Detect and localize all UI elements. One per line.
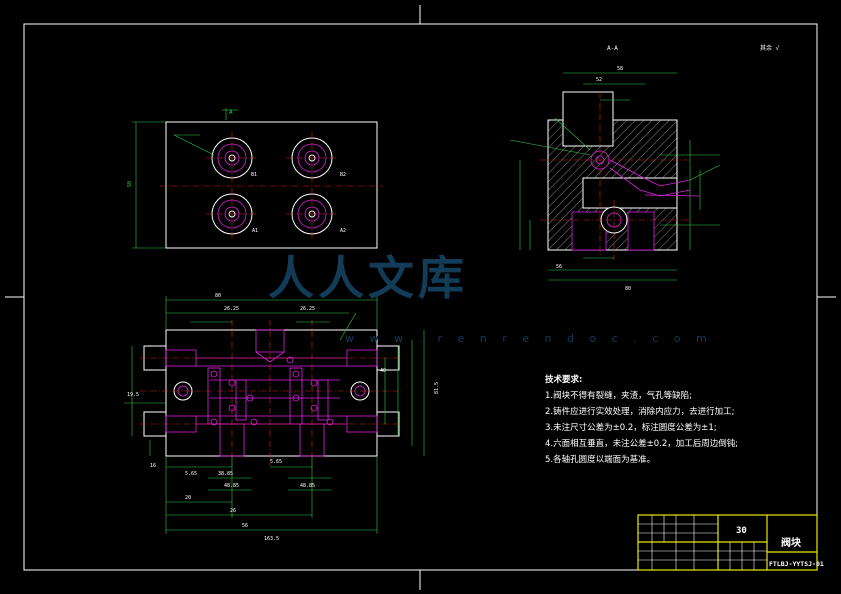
dim-80: 80 <box>215 293 221 299</box>
dim-48-85-left: 48.85 <box>224 483 239 489</box>
dim-16: 16 <box>150 463 156 469</box>
label-a1: A1 <box>252 228 258 234</box>
view-marker-a: A <box>229 109 233 116</box>
title-block: 30 阀块 FTLBJ-YYTSJ-01 <box>637 514 824 571</box>
dim-56-section: 56 <box>556 264 562 270</box>
port-a1 <box>206 188 258 240</box>
dim-40: 40 <box>380 368 386 374</box>
dim-38-85: 38.85 <box>218 471 233 477</box>
title-scale: 30 <box>736 526 747 536</box>
dim-80-section: 80 <box>625 286 631 292</box>
roughness-note: 其余 √ <box>760 44 780 52</box>
note-item: 1.阀块不得有裂缝，夹渣，气孔等缺陷; <box>545 391 692 401</box>
dim-81-5: 81.5 <box>434 382 440 394</box>
dim-5-65-right: 5.65 <box>270 459 282 465</box>
label-b2: B2 <box>340 172 346 178</box>
dim-20: 20 <box>185 495 191 501</box>
notes-heading: 技术要求: <box>545 375 583 385</box>
top-view: B1 B2 A1 A2 A 50 <box>127 108 383 249</box>
note-item: 5.各轴孔圆度以端面为基准。 <box>545 455 656 465</box>
center-marks <box>5 5 836 590</box>
title-part-name: 阀块 <box>781 536 802 549</box>
dim-26-25-left: 26.25 <box>224 306 239 312</box>
dim-5-65-left: 5.65 <box>185 471 197 477</box>
section-view: A-A 其余 √ 58 52 56 80 <box>509 44 780 292</box>
section-title: A-A <box>607 45 618 52</box>
port-a2 <box>286 188 338 240</box>
title-drawing-no: FTLBJ-YYTSJ-01 <box>769 560 824 568</box>
dim-26: 26 <box>230 508 236 514</box>
dim-48-85-right: 48.85 <box>300 483 315 489</box>
front-view: 80 26.25 26.25 5.65 38.85 5.65 48.85 48.… <box>124 293 440 542</box>
note-item: 4.六面相互垂直，未注公差±0.2，加工后周边倒钝; <box>545 439 739 449</box>
dim-26-25-right: 26.25 <box>300 306 315 312</box>
watermark-url: w w w . r e n r e n d o c . c o m <box>345 332 713 345</box>
watermark-text: 人人文库 <box>268 251 468 305</box>
dim-56: 56 <box>242 523 248 529</box>
note-item: 2.铸件应进行实效处理，消除内应力，去进行加工; <box>545 407 735 417</box>
dim-163-5: 163.5 <box>264 536 279 542</box>
port-b2 <box>286 132 338 184</box>
label-a2: A2 <box>340 228 346 234</box>
technical-notes: 技术要求: 1.阀块不得有裂缝，夹渣，气孔等缺陷; 2.铸件应进行实效处理，消除… <box>545 372 738 468</box>
dim-19-5: 19.5 <box>127 392 139 398</box>
note-item: 3.未注尺寸公差为±0.2，标注圆度公差为±1; <box>545 423 717 433</box>
dim-58: 58 <box>617 66 623 72</box>
label-b1: B1 <box>251 172 257 178</box>
port-b1 <box>206 132 258 184</box>
dim-height-50: 50 <box>127 181 133 187</box>
dim-52: 52 <box>596 77 602 83</box>
